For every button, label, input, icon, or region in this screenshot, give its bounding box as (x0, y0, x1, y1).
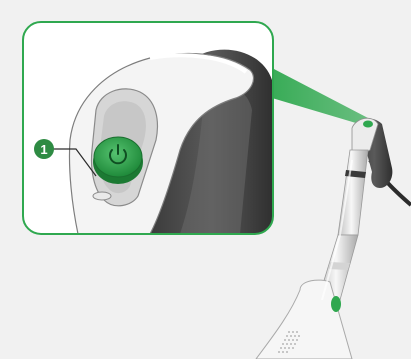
zoom-inset (23, 22, 273, 234)
power-button-small (363, 121, 373, 128)
power-button (93, 137, 143, 184)
indicator-slot (93, 192, 111, 200)
callout-number: 1 (40, 142, 47, 157)
